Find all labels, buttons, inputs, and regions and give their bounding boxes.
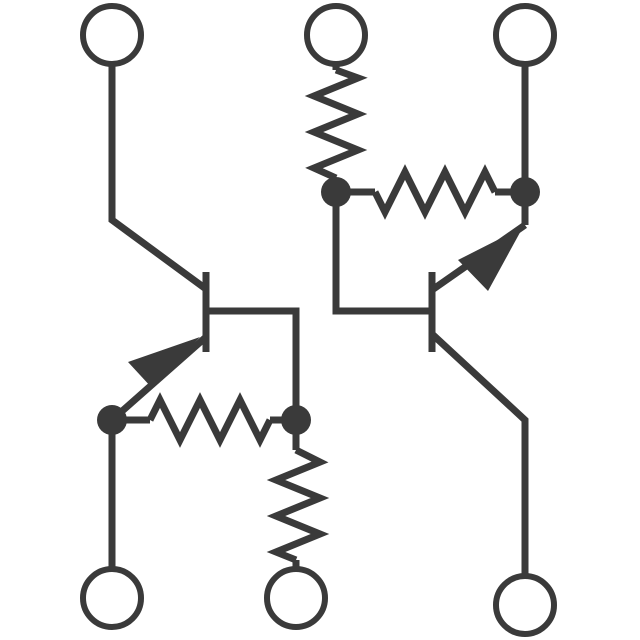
- junction-dot-left-base: [281, 405, 311, 435]
- wire-left-base-to-resistor-node: [206, 307, 300, 420]
- terminal-top-center: [304, 3, 368, 67]
- junction-dot-right-base: [321, 177, 351, 207]
- terminal-bottom-left: [80, 566, 144, 630]
- wire-left-collector: [108, 65, 209, 292]
- pnp-emitter-arrow-icon: [458, 227, 523, 291]
- terminal-bottom-right: [493, 573, 557, 637]
- resistor-left-vertical: [266, 446, 330, 564]
- resistor-left-horizontal: [146, 392, 274, 448]
- wire-right-collector: [429, 331, 529, 575]
- junction-dot-right-emitter: [510, 177, 540, 207]
- resistor-right-vertical: [304, 66, 368, 182]
- terminal-bottom-center: [264, 566, 328, 630]
- junction-dot-left-emitter: [97, 405, 127, 435]
- terminal-top-right: [493, 3, 557, 67]
- resistor-right-horizontal: [371, 164, 499, 220]
- terminal-top-left: [80, 3, 144, 67]
- npn-emitter-arrow-icon: [128, 337, 200, 388]
- wire-right-base: [332, 192, 432, 315]
